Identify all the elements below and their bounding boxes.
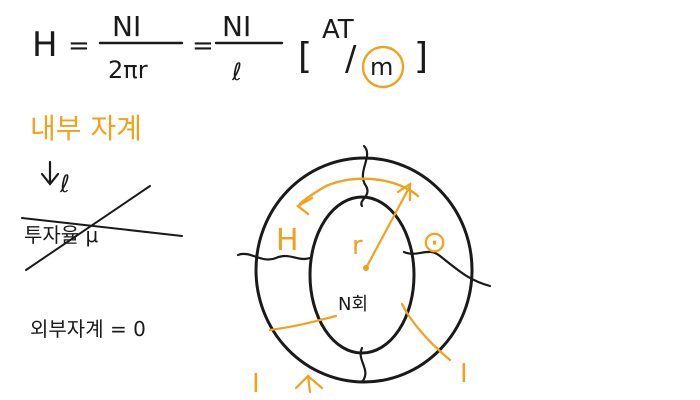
formula-frac2-numerator: NI [222,10,251,43]
unit-circle-highlight [361,45,405,89]
label-H: H [276,223,299,258]
toroid-center-dot [363,265,369,271]
current-lead-left [268,314,338,332]
coil-winding-left [236,252,312,261]
coil-winding-bottom [359,346,367,384]
unit-bracket-open: [ [298,36,312,77]
down-arrow [40,160,60,186]
internal-field-heading: 내부 자계 [30,112,142,145]
unit-numerator: AT [322,15,354,45]
label-turns: N회 [338,294,368,315]
radius-arrow [364,181,412,270]
permeability-label: 투자율 μ [24,223,99,247]
coil-winding-right [402,250,492,288]
toroid-outer-ring [254,156,474,384]
unit-denominator: m [370,53,393,81]
formula-frac2-denominator: ℓ [231,58,242,86]
formula-lhs-H: H [32,25,58,65]
formula-equals-2: = [192,31,214,61]
toroid-inner-ring [308,195,416,355]
toroid-core [254,156,474,384]
external-field-note: 외부자계 = 0 [30,317,146,341]
label-r: r [352,231,363,261]
current-lead-right [400,302,452,362]
unit-slash: / [345,39,357,79]
unit-bracket-close: ] [414,36,428,77]
current-leads [268,302,452,394]
label-direction-symbol: ⊙ [422,225,447,260]
label-current-right: I [460,359,468,389]
length-symbol: ℓ [59,170,70,198]
coil-windings [236,144,492,384]
strike-through-lines [21,185,183,271]
coil-winding-top [360,144,369,208]
formula-frac1-denominator: 2πr [108,56,148,84]
formula-equals-1: = [68,31,90,61]
formula-frac1-numerator: NI [112,10,141,43]
label-current-left: I [252,369,260,399]
field-arrow-H [295,177,420,216]
